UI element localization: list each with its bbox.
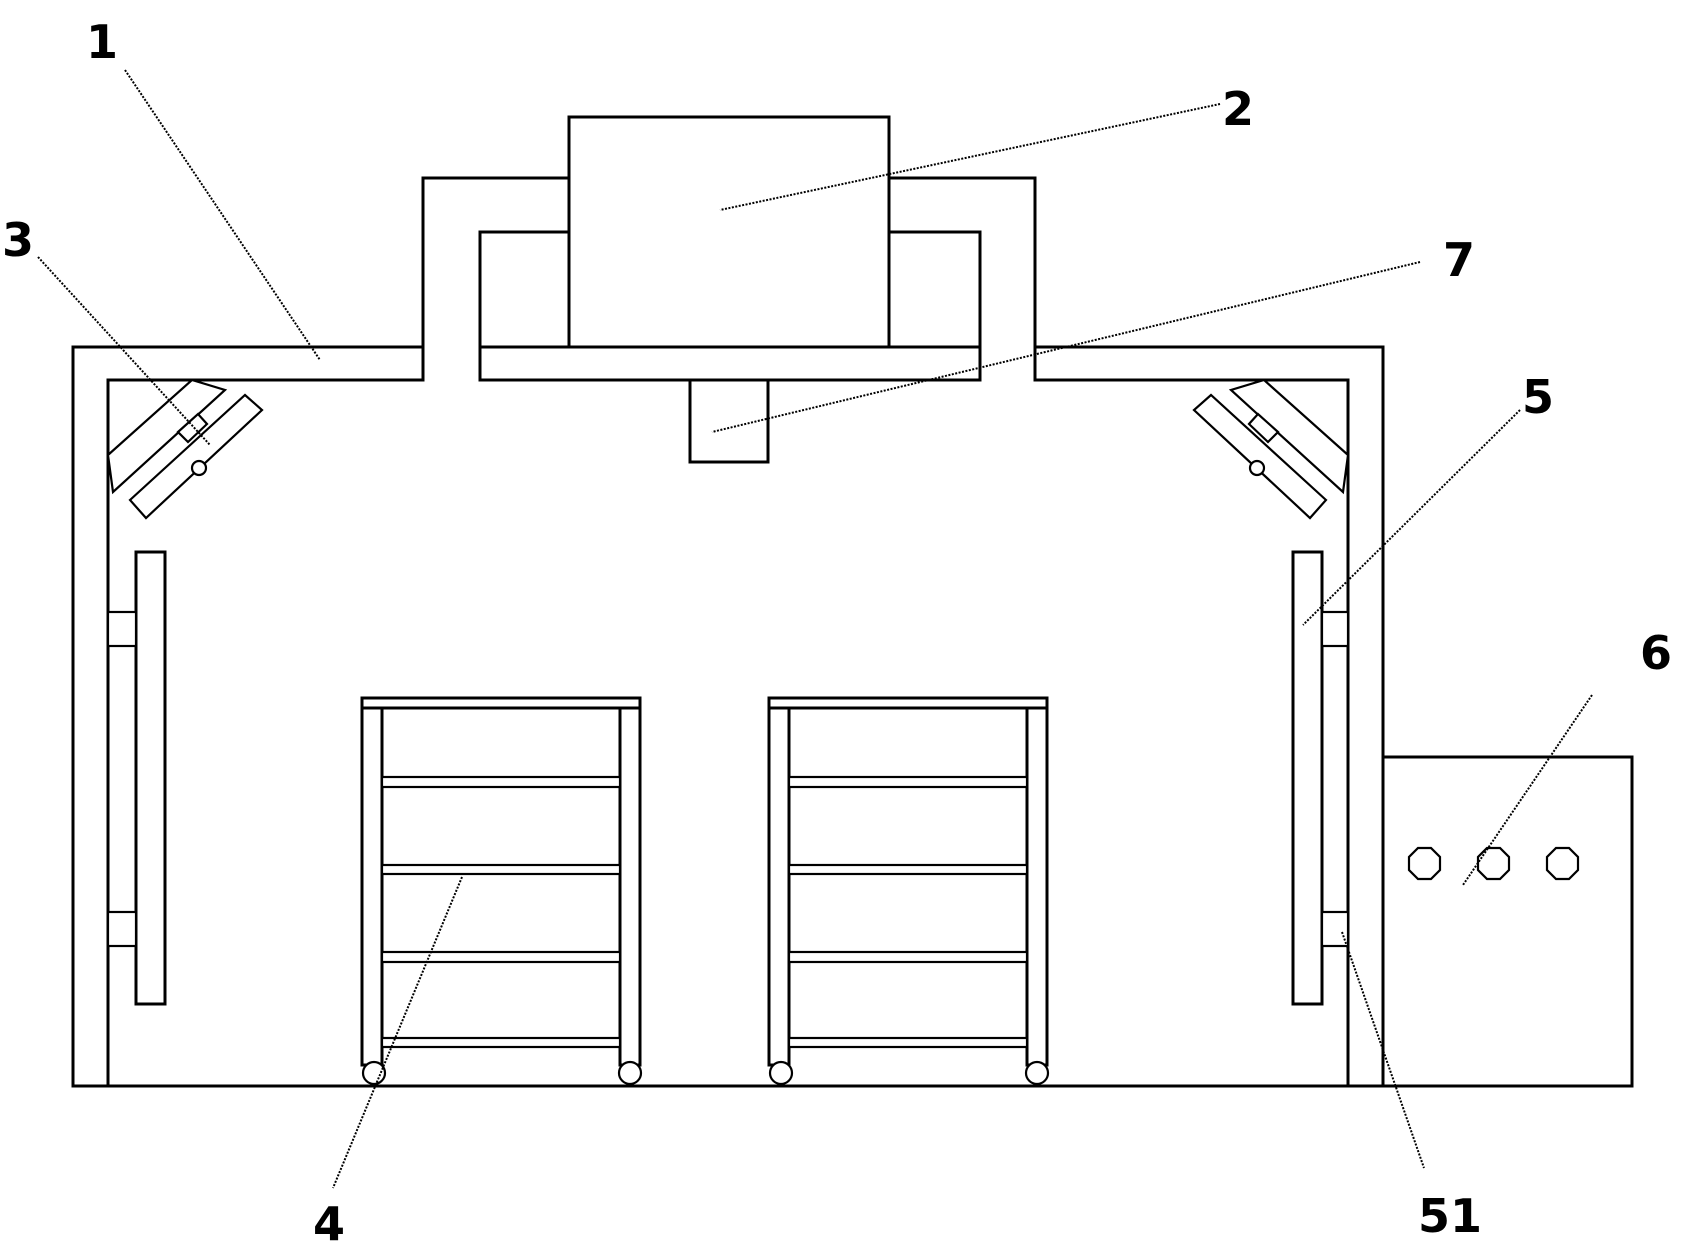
leader-lines [37, 69, 1593, 1189]
rack-right [767, 696, 1050, 1086]
callout-4: 4 [313, 1197, 345, 1251]
callout-3: 3 [2, 213, 34, 267]
rack-left [360, 696, 643, 1086]
corner-lamp-right [1192, 378, 1350, 520]
callout-51: 51 [1418, 1189, 1482, 1243]
top-unit [567, 115, 891, 349]
panel-bracket [1320, 610, 1350, 648]
callout-7: 7 [1443, 233, 1475, 287]
panel-bracket [1320, 910, 1350, 948]
callout-6: 6 [1640, 626, 1672, 680]
side-panel-right [1291, 550, 1350, 1006]
control-box [1381, 755, 1634, 1088]
housing [71, 176, 1385, 1088]
callout-2: 2 [1222, 82, 1254, 136]
top-unit-seat [478, 345, 982, 382]
hanging-block [688, 378, 770, 464]
side-panel-left [106, 550, 167, 1006]
callout-5: 5 [1522, 370, 1554, 424]
control-knob [1545, 846, 1580, 881]
callout-1: 1 [86, 15, 118, 69]
corner-lamp-left [106, 378, 264, 520]
control-knob [1407, 846, 1442, 881]
control-knob [1476, 846, 1511, 881]
